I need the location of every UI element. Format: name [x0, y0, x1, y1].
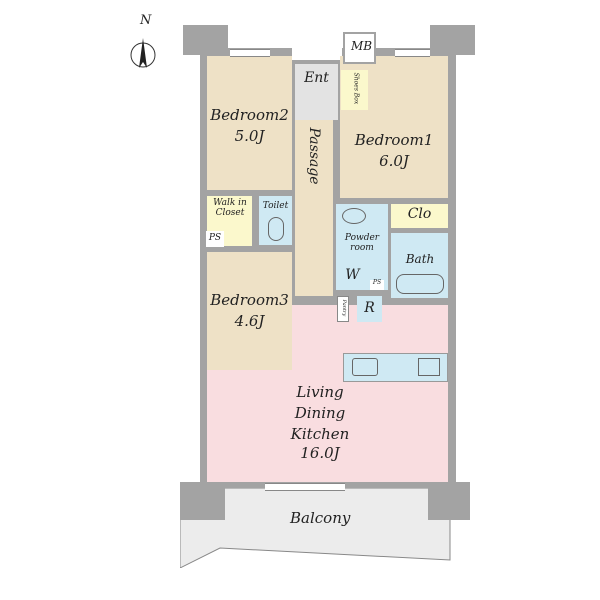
ps-label: PS: [208, 233, 222, 243]
pillar: [180, 482, 225, 520]
closet: [391, 204, 448, 228]
balcony-label: Balcony: [290, 509, 351, 527]
refrigerator-space: [357, 296, 382, 322]
ps-shaft: [206, 231, 224, 247]
passage-label: Passage: [306, 127, 323, 185]
ps-shaft-2: [370, 280, 384, 290]
pillar: [183, 25, 228, 55]
north-label: N: [140, 13, 152, 28]
entrance: [295, 64, 338, 120]
pantry-label: Pantry: [340, 299, 347, 317]
window: [395, 49, 430, 57]
bath-label: Bath: [405, 252, 435, 266]
sink-icon: [352, 358, 378, 376]
powder-room-label: Powder room: [344, 233, 380, 254]
washbasin-icon: [342, 208, 366, 224]
bedroom2-size: 5.0J: [234, 127, 265, 145]
refrigerator-label: R: [364, 300, 375, 316]
window: [230, 49, 270, 57]
entrance-label: Ent: [304, 70, 329, 86]
bedroom3-size: 4.6J: [234, 312, 265, 330]
ldk-size: 16.0J: [300, 444, 340, 462]
meter-box: [343, 32, 376, 64]
bathtub-icon: [396, 274, 444, 294]
stove-icon: [418, 358, 440, 376]
north-arrow-icon: [128, 20, 158, 75]
bedroom3: [207, 252, 292, 370]
entrance-door-area: [292, 25, 342, 60]
walk-in-closet-label: Walk in Closet: [213, 198, 247, 219]
toilet-bowl-icon: [268, 217, 284, 241]
bedroom1-name: Bedroom1: [354, 131, 434, 149]
kitchen-counter: [343, 353, 448, 382]
bedroom3-name: Bedroom3: [210, 291, 289, 309]
shoes-box: [341, 70, 368, 110]
passage: [295, 120, 333, 296]
bedroom2-name: Bedroom2: [210, 106, 289, 124]
bedroom2: [207, 56, 292, 190]
toilet-label: Toilet: [262, 201, 289, 211]
pillar: [428, 482, 470, 520]
washer-label: W: [345, 267, 360, 283]
closet-label: Clo: [407, 206, 432, 222]
ldk-name: Living Dining Kitchen: [290, 383, 350, 443]
mb-label: MB: [350, 39, 373, 53]
pillar: [430, 25, 475, 55]
ps2-label: PS: [372, 279, 382, 286]
shoes-box-label: Shoes Box: [352, 72, 360, 105]
bedroom1-size: 6.0J: [379, 152, 409, 170]
window: [265, 483, 345, 491]
pantry: [337, 296, 349, 322]
